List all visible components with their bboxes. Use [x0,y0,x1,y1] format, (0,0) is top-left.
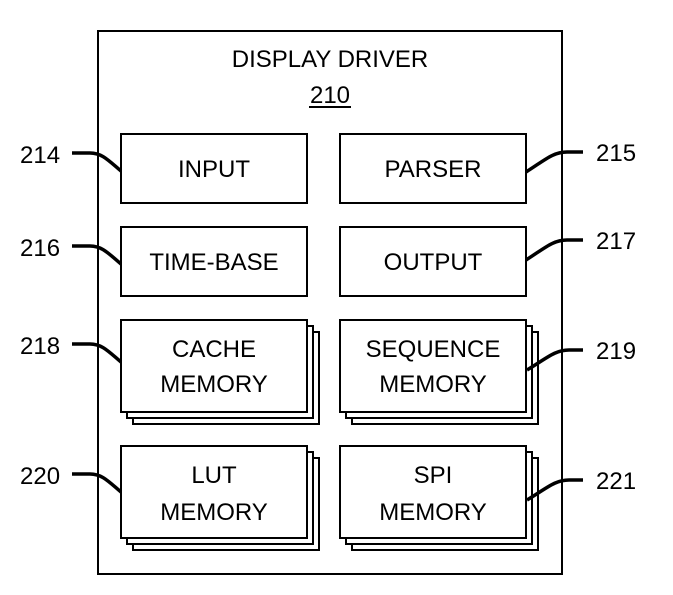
block-sequence-memory-label-2: MEMORY [379,371,487,398]
block-time-base: TIME-BASE [120,226,308,297]
block-parser-label: PARSER [385,156,482,183]
block-output: OUTPUT [339,226,527,297]
block-input-label: INPUT [178,156,250,183]
block-lut-memory-label-1: LUT [191,462,237,489]
block-input: INPUT [120,133,308,204]
leader-line-215 [525,150,583,174]
leader-line-214 [72,151,123,173]
container-ref: 210 [310,82,350,109]
leader-line-216 [72,244,123,266]
ref-label-219: 219 [596,338,636,365]
leader-line-220 [72,472,123,494]
ref-label-215: 215 [596,140,636,167]
leader-line-219 [526,348,583,372]
block-lut-memory: LUT MEMORY [120,445,320,551]
ref-label-221: 221 [596,468,636,495]
block-spi-memory: SPI MEMORY [339,445,539,551]
leader-line-217 [525,238,583,262]
leader-line-221 [526,478,583,502]
ref-label-214: 214 [20,142,60,169]
block-cache-memory-label-1: CACHE [172,336,256,363]
container-title: DISPLAY DRIVER [232,46,429,73]
block-spi-memory-label-1: SPI [414,462,453,489]
block-sequence-memory: SEQUENCE MEMORY [339,319,539,425]
block-spi-memory-label-2: MEMORY [379,499,487,526]
ref-label-217: 217 [596,228,636,255]
ref-label-216: 216 [20,235,60,262]
block-cache-memory-label-2: MEMORY [160,371,268,398]
leader-line-218 [72,342,123,364]
block-sequence-memory-label-1: SEQUENCE [366,336,501,363]
block-lut-memory-label-2: MEMORY [160,499,268,526]
ref-label-220: 220 [20,463,60,490]
block-cache-memory: CACHE MEMORY [120,319,320,425]
block-parser: PARSER [339,133,527,204]
block-time-base-label: TIME-BASE [149,249,278,276]
block-output-label: OUTPUT [384,249,483,276]
ref-label-218: 218 [20,333,60,360]
